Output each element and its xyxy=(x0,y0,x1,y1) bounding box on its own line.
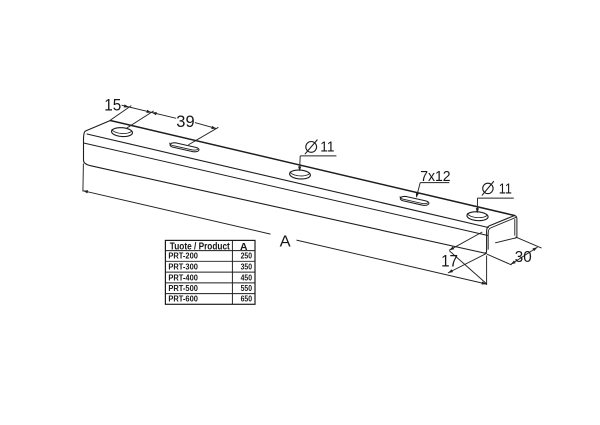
svg-text:39: 39 xyxy=(176,112,194,131)
svg-text:PRT-500: PRT-500 xyxy=(168,283,198,293)
svg-text:PRT-300: PRT-300 xyxy=(168,262,198,272)
svg-text:250: 250 xyxy=(241,251,253,261)
svg-text:PRT-200: PRT-200 xyxy=(168,251,198,261)
svg-text:650: 650 xyxy=(241,294,253,304)
svg-text:PRT-600: PRT-600 xyxy=(168,294,198,304)
svg-text:A: A xyxy=(240,242,248,253)
svg-text:A: A xyxy=(280,234,291,251)
svg-text:PRT-400: PRT-400 xyxy=(168,272,198,282)
svg-text:17: 17 xyxy=(441,252,458,270)
svg-text:11: 11 xyxy=(499,181,512,197)
svg-text:15: 15 xyxy=(104,95,121,114)
svg-text:550: 550 xyxy=(241,283,253,293)
svg-text:11: 11 xyxy=(320,140,334,156)
svg-text:Tuote / Product: Tuote / Product xyxy=(170,242,230,253)
svg-text:7x12: 7x12 xyxy=(420,169,450,185)
svg-text:350: 350 xyxy=(241,262,253,272)
svg-text:450: 450 xyxy=(241,272,253,282)
svg-text:30: 30 xyxy=(515,249,532,266)
